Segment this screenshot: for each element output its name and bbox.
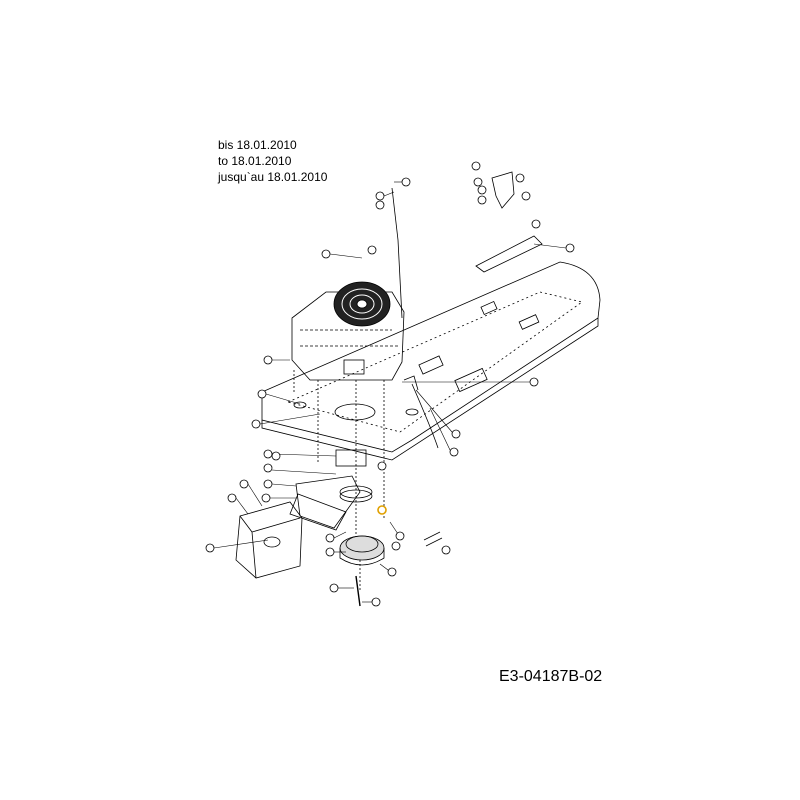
callout-8: [515, 173, 525, 183]
callout-6: [477, 185, 487, 195]
callout-32: [205, 539, 269, 553]
callout-21: [263, 449, 337, 459]
callout-18: [415, 389, 461, 439]
battery-cable: [411, 383, 439, 449]
date-note-english: to 18.01.2010: [218, 154, 292, 168]
callout-4: [471, 161, 481, 171]
callout-17: [402, 377, 539, 387]
date-note-german: bis 18.01.2010: [218, 138, 297, 152]
throttle-cable: [391, 187, 403, 319]
callout-24: [263, 479, 297, 489]
callout-29: [389, 521, 405, 541]
pto-clutch: [339, 535, 385, 561]
callout-25: [261, 493, 296, 503]
callout-14: [263, 355, 290, 365]
callout-13: [367, 245, 377, 255]
engine-pulley: [339, 489, 373, 503]
heat-shield: [289, 493, 347, 531]
callout-36: [329, 583, 354, 593]
callout-15: [257, 389, 301, 405]
callout-3: [375, 200, 385, 210]
callout-2: [375, 191, 395, 201]
lever-bracket: [491, 171, 515, 209]
callout-12: [321, 249, 363, 259]
callout-11: [533, 243, 575, 253]
callout-31: [391, 541, 401, 551]
date-note-french: jusqu`au 18.01.2010: [218, 170, 328, 184]
callout-28: [377, 505, 387, 515]
callout-27: [227, 493, 249, 515]
callout-16: [251, 413, 321, 429]
callout-7: [477, 195, 487, 205]
frame-plate-edge: [261, 318, 599, 461]
frame-holes: [293, 300, 540, 421]
callout-37: [362, 597, 381, 607]
callout-34: [441, 545, 451, 555]
callout-19: [429, 407, 459, 457]
callout-22: [271, 451, 281, 461]
callout-30: [325, 531, 347, 543]
mount-bracket: [295, 475, 361, 529]
muffler: [235, 501, 303, 579]
callout-1: [394, 177, 411, 187]
callout-9: [521, 191, 531, 201]
control-rod: [475, 235, 543, 273]
callout-35: [379, 563, 397, 577]
callout-10: [531, 219, 541, 229]
frame-inner-outline: [286, 291, 583, 433]
callout-5: [473, 177, 483, 187]
frame-plate: [261, 261, 601, 453]
drawing-number: E3-04187B-02: [499, 668, 603, 685]
callout-20: [377, 461, 387, 471]
callout-23: [263, 463, 337, 475]
callout-26: [239, 479, 263, 507]
callout-33: [325, 547, 346, 557]
